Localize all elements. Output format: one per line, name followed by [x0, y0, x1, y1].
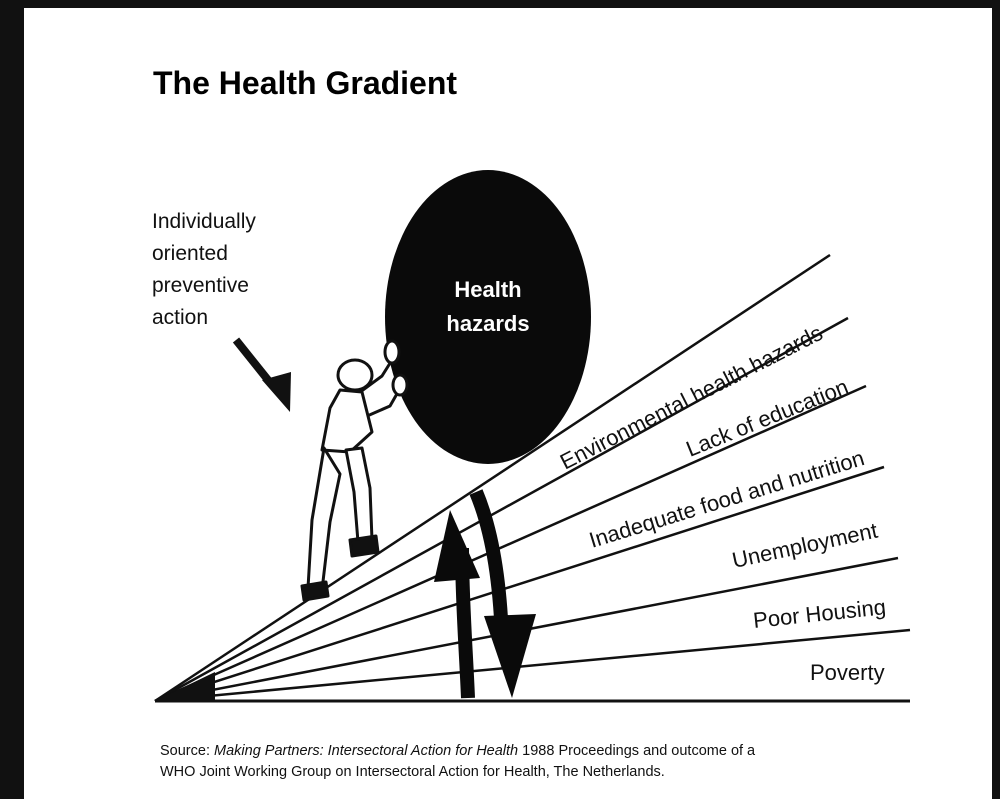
label-poor-housing: Poor Housing	[752, 594, 887, 633]
label-poverty: Poverty	[810, 660, 885, 685]
up-arrow-icon	[434, 510, 480, 699]
source-line-2: WHO Joint Working Group on Intersectoral…	[160, 764, 665, 780]
side-annotation: Individually oriented preventive action	[152, 210, 256, 329]
source-title: Making Partners: Intersectoral Action fo…	[214, 743, 519, 759]
right-border	[992, 0, 1000, 799]
ball-shape	[385, 170, 591, 464]
side-label-line-1: Individually	[152, 210, 256, 233]
ball-label-line-1: Health	[454, 277, 521, 302]
gradient-lines	[154, 253, 911, 703]
gradient-line-4	[154, 465, 885, 703]
left-border	[0, 0, 24, 799]
ball-label-line-2: hazards	[446, 311, 529, 336]
down-arrow-icon	[469, 489, 536, 698]
source-citation: Source: Making Partners: Intersectoral A…	[160, 741, 980, 783]
side-label-line-3: preventive	[152, 274, 249, 297]
side-label-line-2: oriented	[152, 242, 228, 265]
gradient-line-3	[154, 384, 867, 703]
origin-wedge	[155, 672, 215, 701]
top-border	[0, 0, 1000, 8]
gradient-line-1	[154, 253, 831, 703]
gradient-line-2	[154, 316, 849, 703]
source-prefix: Source:	[160, 743, 210, 759]
source-line-1-rest: 1988 Proceedings and outcome of a	[522, 743, 756, 759]
diagram-title: The Health Gradient	[153, 65, 457, 101]
gradient-line-6	[154, 628, 911, 703]
health-hazards-ball: Health hazards	[385, 170, 591, 464]
pointer-arrow-icon	[232, 337, 291, 412]
person-pushing-icon	[300, 339, 409, 602]
side-label-line-4: action	[152, 306, 208, 329]
